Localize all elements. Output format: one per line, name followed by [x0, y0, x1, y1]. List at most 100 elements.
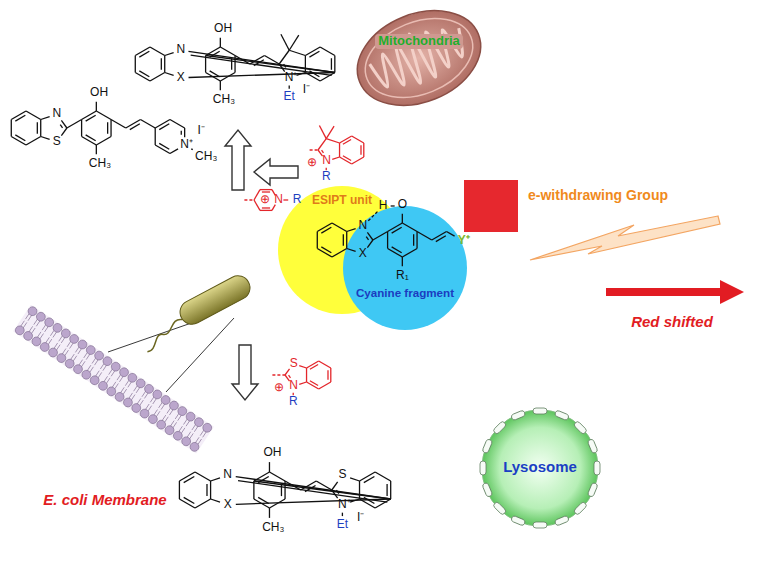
atom-label: H [379, 199, 388, 212]
drawing-part [359, 481, 360, 499]
drawing-part [103, 365, 107, 371]
label-anchor: N [322, 155, 331, 168]
atom-label: R [289, 396, 298, 409]
drawing-part [45, 326, 49, 332]
atom-label: I⁻ [197, 125, 204, 138]
drawing-part [343, 234, 344, 246]
drawing-part [120, 387, 124, 393]
drawing-part [317, 249, 332, 258]
drawing-part [203, 431, 207, 437]
drawing-part [446, 232, 454, 237]
label-anchor: CH₃ [262, 521, 284, 534]
atom-label: CH₃ [89, 157, 111, 170]
drawing-part [59, 335, 63, 341]
label-anchor: R₁ [396, 269, 409, 282]
drawing-part [573, 501, 587, 515]
drawing-part [254, 481, 391, 499]
drawing-part [96, 137, 111, 146]
drawing-part [26, 137, 41, 146]
drawing-part [320, 47, 335, 56]
label-anchor: N [359, 220, 368, 233]
label-anchor: N [177, 44, 186, 57]
label-anchor: I⁻ [357, 511, 364, 524]
drawing-part [284, 481, 285, 499]
drawing-part [330, 368, 331, 382]
drawing-part [332, 223, 347, 232]
drawing-part [165, 73, 174, 76]
label-anchor: CH₃ [213, 93, 235, 106]
drawing-part [289, 35, 299, 50]
drawing-part [11, 120, 12, 137]
drawing-part [375, 499, 391, 508]
drawing-part [364, 497, 375, 503]
drawing-part [90, 367, 94, 373]
drawing-part [159, 124, 169, 130]
drawing-part [179, 472, 195, 481]
drawing-part [360, 145, 361, 155]
node-label: Lysosome [500, 458, 580, 475]
drawing-part [493, 501, 507, 515]
drawing-part [98, 372, 102, 378]
drawing-part [262, 207, 270, 208]
drawing-part [317, 232, 318, 249]
drawing-part [269, 499, 285, 508]
drawing-part [86, 135, 96, 141]
drawing-part [319, 126, 326, 139]
drawing-part [161, 404, 165, 410]
drawing-part [364, 477, 375, 483]
drawing-part [140, 120, 155, 129]
atom-label: ⊕ [307, 157, 317, 170]
atom-label: CH₃ [195, 150, 217, 163]
drawing-part [37, 122, 38, 134]
drawing-part [587, 439, 598, 454]
drawing-part [181, 428, 185, 434]
label-anchor: I⁻ [197, 125, 204, 138]
drawing-part [236, 477, 391, 499]
drawing-part [305, 73, 320, 82]
atom-label: N [223, 469, 232, 482]
drawing-part [436, 236, 446, 242]
drawing-part [319, 382, 331, 389]
drawing-part [339, 143, 340, 157]
drawing-part [62, 349, 66, 355]
drawing-part [211, 478, 220, 481]
lightning-bolt [530, 216, 720, 260]
drawing-part [96, 145, 97, 154]
drawing-part [250, 56, 265, 65]
drawing-part [70, 354, 74, 360]
organelle-circle: Lysosome [480, 408, 600, 528]
drawing-part [307, 361, 319, 368]
label-anchor: I⁻ [303, 84, 310, 97]
drawing-part [354, 4, 485, 113]
drawing-part [139, 400, 143, 406]
drawing-part [332, 249, 347, 258]
drawing-part [184, 497, 195, 503]
drawing-part [310, 365, 318, 370]
drawing-part [299, 382, 306, 384]
drawing-part [511, 515, 526, 526]
label-anchor: X [177, 71, 185, 84]
drawing-part [254, 60, 264, 66]
drawing-part [159, 402, 163, 408]
label-anchor: N⁺ [338, 498, 351, 511]
molecule-structure [11, 102, 192, 155]
drawing-part [48, 339, 52, 345]
drawing-part [310, 381, 318, 386]
drawing-part [392, 247, 402, 253]
drawing-part [79, 360, 83, 366]
drawing-part [78, 348, 82, 354]
label-anchor: R [322, 171, 331, 184]
drawing-part [417, 232, 432, 241]
drawing-part [206, 484, 207, 496]
atom-label: R [293, 193, 302, 206]
drawing-part [269, 508, 270, 518]
drawing-part [264, 56, 279, 65]
reagent-structure [272, 361, 330, 395]
drawing-part [493, 421, 507, 435]
drawing-part [164, 56, 165, 73]
hollow-arrow [225, 130, 251, 190]
drawing-part [119, 376, 123, 382]
drawing-part [135, 73, 150, 82]
drawing-part [42, 324, 46, 330]
drawing-part [104, 376, 108, 382]
